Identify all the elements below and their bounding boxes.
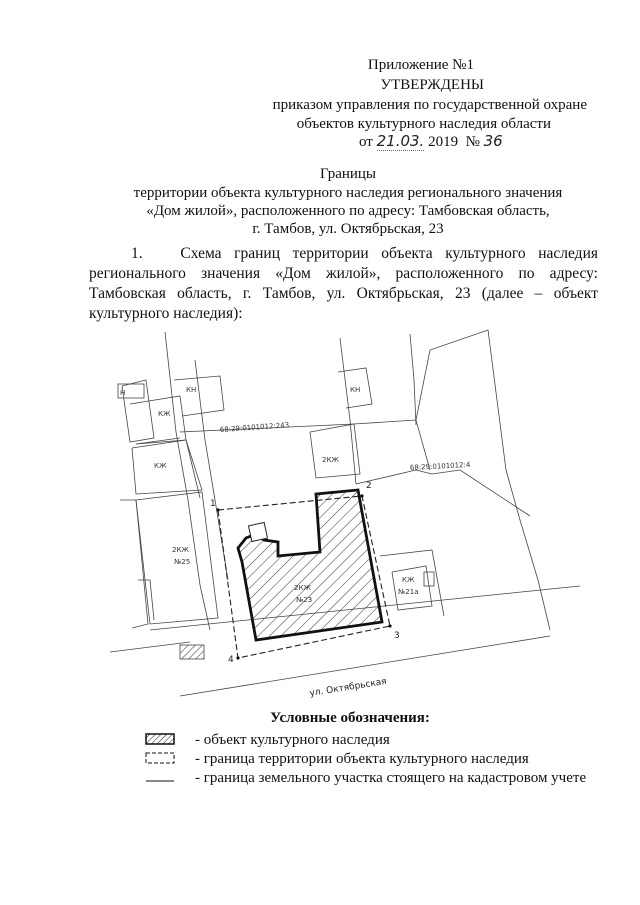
order-line-2: объектов культурного наследия области [296,116,551,132]
label-2kzh-top: 2КЖ [322,456,339,464]
map-svg: 1 2 3 4 68:29:0101012:243 68:29:0101012:… [109,329,581,699]
point-3-label: 3 [394,631,400,641]
point-1-label: 1 [210,499,216,509]
label-house-25: №25 [174,558,190,566]
title-line-2: территории объекта культурного наследия … [133,185,563,201]
title-line-4: г. Тамбов, ул. Октябрьская, 23 [252,221,444,237]
label-kzh-right: КЖ [402,576,415,584]
label-2kzh-left: 2КЖ [172,546,189,554]
label-house-23: №23 [296,596,312,604]
title-line-1: Границы [319,166,377,182]
approved-label: УТВЕРЖДЕНЫ [380,77,484,93]
heritage-object-polygon [236,488,384,642]
legend-title: Условные обозначения: [270,710,430,726]
point-4-label: 4 [228,655,234,665]
date-year: 2019 [428,134,459,150]
cadastral-number-2: 68:29:0101012:4 [410,461,471,472]
line-icon [146,780,174,782]
legend-text-heritage-object: - объект культурного наследия [195,732,390,748]
number-sign: № [465,134,480,150]
title-line-3: «Дом жилой», расположенного по адресу: Т… [146,203,550,219]
label-kzh-2: КЖ [154,462,167,470]
surrounding-parcels [109,329,581,697]
appendix-label: Приложение №1 [367,57,474,73]
hatched-rect-icon [145,733,175,745]
handwritten-number: 36 [483,132,503,150]
label-kn-1: КН [186,386,196,394]
label-n: Н [120,389,125,397]
date-prefix: от [359,134,373,150]
dashed-rect-icon [145,752,175,764]
point-2-label: 2 [366,481,372,491]
label-house-21a: №21а [398,588,418,596]
paragraph-text: Схема границ территории объекта культурн… [89,245,598,322]
boundary-scheme-map: 1 2 3 4 68:29:0101012:243 68:29:0101012:… [109,320,590,710]
parcel-no25 [135,491,219,625]
label-main-2kzh: 2КЖ [294,584,311,592]
legend-item-territory-boundary: - граница территории объекта культурного… [145,749,565,769]
territory-boundary [217,495,391,659]
cadastral-number-1: 68:29:0101012:243 [220,421,290,434]
label-kzh-1: КЖ [158,410,171,418]
paragraph-number: 1. [131,245,143,262]
parcel-2kzh [309,423,361,479]
street-name: ул. Октябрьская [309,677,387,699]
label-kn-2: КН [350,386,360,394]
parcel-21a [391,565,433,611]
order-date-line: от 21.03. 2019 № 36 [359,132,559,152]
order-line-1: приказом управления по государственной о… [272,97,587,113]
legend-item-heritage-object: - объект культурного наследия [145,730,565,750]
scheme-paragraph: 1. Схема границ территории объекта культ… [89,244,598,324]
legend-item-land-plot-boundary: - граница земельного участка стоящего на… [145,768,587,788]
legend-text-territory-boundary: - граница территории объекта культурного… [195,751,529,767]
handwritten-date: 21.03. [376,132,425,151]
legend-text-land-plot-boundary: - граница земельного участка стоящего на… [195,770,587,786]
